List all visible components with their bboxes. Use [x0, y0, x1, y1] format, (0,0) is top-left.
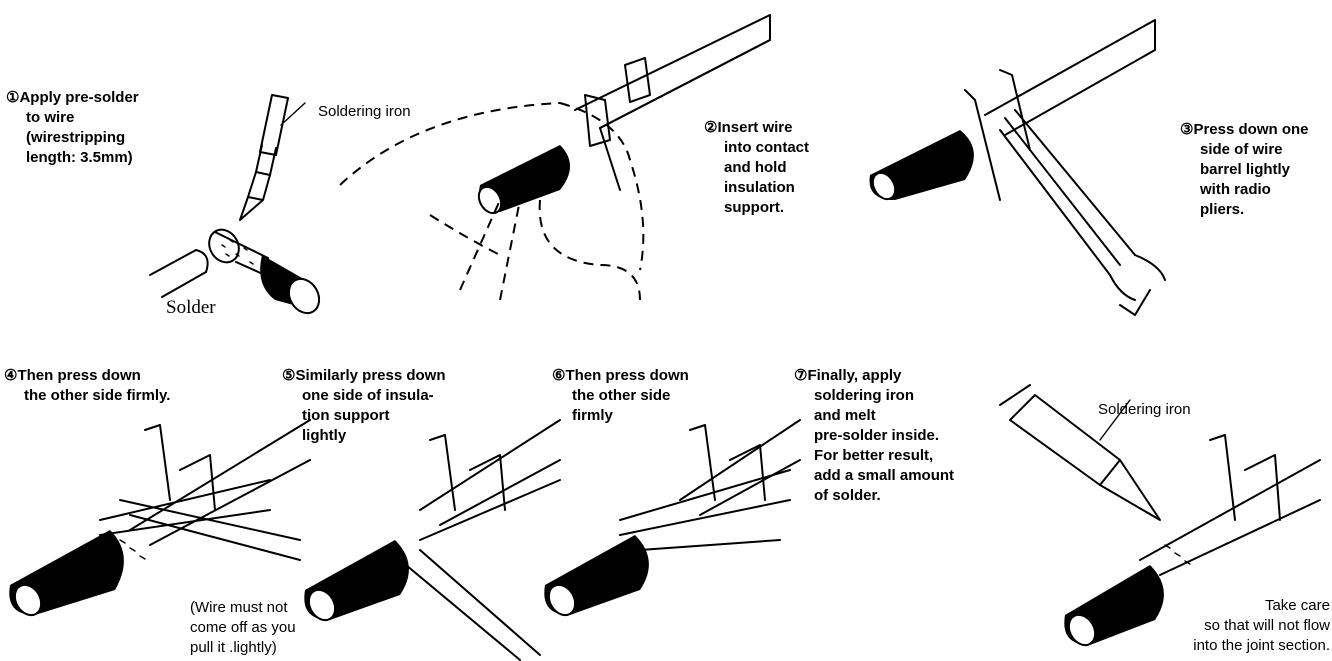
- step-1-label: ①Apply pre-solder to wire (wirestripping…: [6, 89, 139, 166]
- step-7-label: ⑦Finally, apply soldering iron and melt …: [794, 367, 955, 504]
- solder-wire-icon: [149, 249, 209, 298]
- wire-note: (Wire must not come off as you pull it .…: [190, 599, 296, 656]
- step-5-label: ⑤Similarly press down one side of insula…: [282, 367, 446, 444]
- step-6-label: ⑥Then press down the other side firmly: [552, 367, 689, 424]
- panel-4-illustration: [9, 419, 311, 617]
- panel-1-illustration: [149, 94, 321, 315]
- panel-5-illustration: [304, 419, 561, 661]
- step-3-label: ③Press down one side of wire barrel ligh…: [1180, 121, 1309, 218]
- step-4-label: ④Then press down the other side firmly.: [4, 367, 171, 404]
- panel-7-illustration: [999, 384, 1321, 647]
- panel-6-illustration: [544, 419, 801, 617]
- soldering-iron-callout-bottom: Soldering iron: [1098, 401, 1191, 418]
- soldering-iron-icon: [239, 94, 306, 221]
- panel-3-illustration: [869, 19, 1166, 316]
- care-note: Take care so that will not flow into the…: [1193, 597, 1330, 654]
- stripped-wire-icon: [208, 228, 321, 315]
- soldering-iron-callout-top: Soldering iron: [318, 103, 411, 120]
- step-2-label: ②Insert wire into contact and hold insul…: [704, 119, 809, 216]
- solder-callout: Solder: [166, 297, 216, 318]
- soldering-iron-bottom-icon: [999, 384, 1161, 521]
- panel-2-illustration: [339, 14, 771, 301]
- pliers-icon: [999, 109, 1166, 316]
